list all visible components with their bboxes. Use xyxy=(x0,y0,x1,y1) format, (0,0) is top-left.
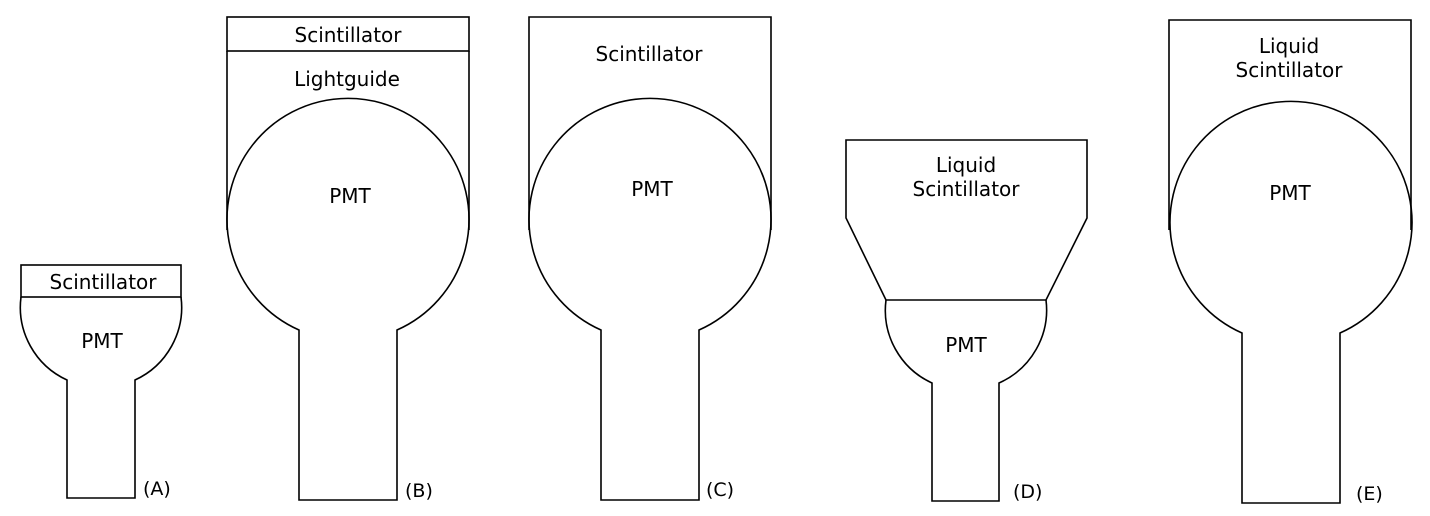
panel-d-scintillator-label-line2: Scintillator xyxy=(913,177,1021,201)
panel-b-pmt-outline xyxy=(226,97,470,501)
panel-a-scintillator-label: Scintillator xyxy=(50,270,158,294)
panel-b-scintillator-box xyxy=(226,16,470,52)
panel-b-lightguide-walls xyxy=(226,51,470,230)
panel-a: Scintillator PMT (A) xyxy=(19,264,183,500)
panel-b: Scintillator Lightguide PMT (B) xyxy=(226,16,470,502)
panel-e-tag: (E) xyxy=(1356,483,1383,505)
panel-b-scintillator-label: Scintillator xyxy=(295,23,403,47)
panel-e-scintillator-box xyxy=(1168,19,1412,230)
panel-d-pmt-outline xyxy=(884,299,1048,502)
panel-c: Scintillator PMT (C) xyxy=(528,16,772,501)
panel-c-pmt-outline xyxy=(528,97,772,501)
panel-b-tag: (B) xyxy=(405,480,433,502)
panel-a-scintillator-box xyxy=(20,264,182,298)
panel-e-scintillator-label-line1: Liquid xyxy=(1259,34,1319,58)
panel-c-tag: (C) xyxy=(706,479,734,501)
panel-c-scintillator-label: Scintillator xyxy=(596,42,704,66)
panel-b-lightguide-label: Lightguide xyxy=(294,67,400,91)
panel-e: Liquid Scintillator PMT (E) xyxy=(1168,19,1413,505)
panel-e-pmt-outline xyxy=(1169,100,1413,504)
panel-d-scintillator-label-line1: Liquid xyxy=(936,153,996,177)
panel-b-pmt-label: PMT xyxy=(329,184,371,208)
panel-c-pmt-label: PMT xyxy=(631,177,673,201)
panel-a-tag: (A) xyxy=(143,478,171,500)
panel-a-pmt-label: PMT xyxy=(81,329,123,353)
panel-d-pmt-label: PMT xyxy=(945,333,987,357)
panel-e-pmt-label: PMT xyxy=(1269,181,1311,205)
panel-d-tag: (D) xyxy=(1013,481,1042,503)
panel-a-pmt-outline xyxy=(19,296,183,499)
panel-c-scintillator-box xyxy=(528,16,772,230)
panel-e-scintillator-label-line2: Scintillator xyxy=(1236,58,1344,82)
panel-d: Liquid Scintillator PMT (D) xyxy=(845,139,1088,503)
